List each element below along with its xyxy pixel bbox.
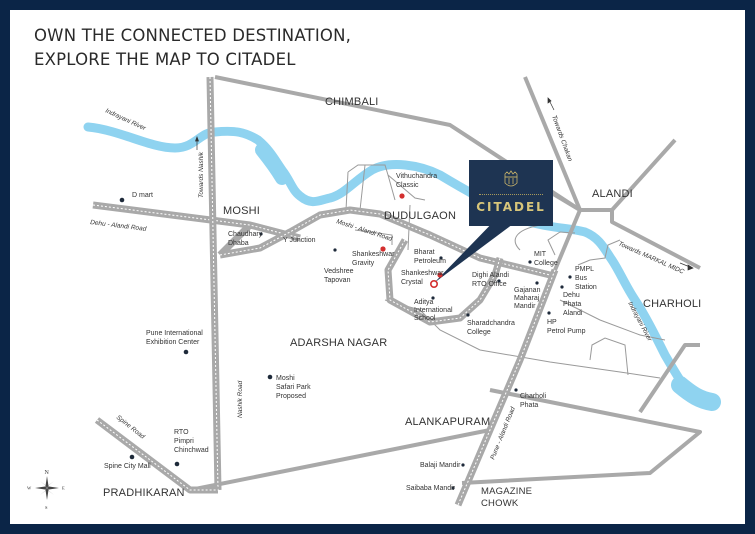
area-dudulgaon: DUDULGAON (384, 210, 456, 222)
svg-text:HP: HP (547, 319, 557, 326)
svg-text:International: International (414, 307, 453, 314)
svg-text:RTO: RTO (174, 429, 189, 436)
label-dehu-alandi-road: Dehu - Alandi Road (90, 219, 147, 233)
label-towards-chakan: Towards Chakan (550, 114, 573, 162)
svg-text:PMPL: PMPL (575, 266, 594, 273)
title-line-1: OWN THE CONNECTED DESTINATION, (34, 26, 352, 45)
map-frame: CHIMBALI MOSHI DUDULGAON ALANDI CHARHOLI… (10, 10, 745, 524)
citadel-badge[interactable]: CITADEL (469, 160, 553, 226)
svg-text:Aditya: Aditya (414, 299, 434, 306)
svg-text:School: School (414, 315, 436, 322)
citadel-name: CITADEL (476, 200, 546, 214)
svg-text:Balaji Mandir: Balaji Mandir (420, 462, 461, 469)
svg-text:Shankeshwar: Shankeshwar (401, 270, 444, 277)
svg-text:Bharat: Bharat (414, 249, 435, 256)
vithuchandra-marker (399, 193, 405, 199)
map-canvas[interactable]: CHIMBALI MOSHI DUDULGAON ALANDI CHARHOLI… (10, 10, 745, 524)
svg-text:Maharaj: Maharaj (514, 295, 540, 302)
svg-text:Dighi Alandi: Dighi Alandi (472, 272, 509, 279)
poi-labels: D mart Chaudhary Dhaba Vithuchandra Clas… (104, 173, 597, 492)
citadel-tagline (479, 194, 543, 197)
svg-text:RTO Office: RTO Office (472, 281, 507, 288)
svg-text:W: W (27, 486, 32, 491)
svg-text:Charholi: Charholi (520, 393, 547, 400)
svg-text:Petrol Pump: Petrol Pump (547, 328, 586, 335)
svg-text:Exhibition Center: Exhibition Center (146, 339, 200, 346)
svg-text:Station: Station (575, 284, 597, 291)
svg-text:College: College (534, 260, 558, 267)
citadel-location-marker (429, 279, 438, 288)
svg-text:Shankeshwar: Shankeshwar (352, 251, 395, 258)
title-line-2: EXPLORE THE MAP TO CITADEL (34, 50, 296, 69)
svg-text:Pune International: Pune International (146, 330, 203, 337)
shankeshwar-gravity-marker (380, 246, 386, 252)
svg-text:Vedshree: Vedshree (324, 268, 354, 275)
svg-text:Classic: Classic (396, 182, 419, 189)
area-chimbali: CHIMBALI (325, 96, 379, 108)
area-labels: CHIMBALI MOSHI DUDULGAON ALANDI CHARHOLI… (103, 96, 701, 509)
label-towards-nashik: Towards Nashik (198, 151, 205, 198)
area-charholi: CHARHOLI (643, 298, 701, 310)
svg-text:Gravity: Gravity (352, 260, 375, 267)
direction-arrows (194, 97, 694, 271)
svg-text:Dehu: Dehu (563, 292, 580, 299)
page-title: OWN THE CONNECTED DESTINATION, EXPLORE T… (34, 24, 351, 72)
svg-text:Pimpri: Pimpri (174, 438, 194, 445)
svg-text:N: N (45, 470, 50, 476)
svg-text:Gajanan: Gajanan (514, 287, 541, 294)
svg-text:Chinchwad: Chinchwad (174, 447, 209, 454)
svg-text:College: College (467, 329, 491, 336)
svg-text:Chaudhary: Chaudhary (228, 231, 263, 238)
poi-markers (119, 193, 572, 490)
label-nashik-road: Nashik Road (237, 380, 244, 418)
compass-rose-icon: N S W E (27, 470, 65, 510)
label-y-junction: Y Junction (283, 237, 316, 244)
svg-text:Petroleum: Petroleum (414, 258, 446, 265)
area-magazine: MAGAZINE (481, 486, 532, 497)
svg-text:Bus: Bus (575, 275, 588, 282)
svg-text:Vithuchandra: Vithuchandra (396, 173, 437, 180)
svg-text:Sharadchandra: Sharadchandra (467, 320, 515, 327)
area-adarsha-nagar: ADARSHA NAGAR (290, 337, 387, 349)
svg-text:D mart: D mart (132, 192, 153, 199)
svg-text:Tapovan: Tapovan (324, 277, 351, 284)
svg-text:Saibaba Mandir: Saibaba Mandir (406, 485, 456, 492)
svg-text:S: S (45, 505, 48, 510)
label-towards-markal: Towards MARKAL MIDC (617, 240, 685, 275)
svg-text:MIT: MIT (534, 251, 547, 258)
svg-text:Proposed: Proposed (276, 393, 306, 400)
svg-text:Crystal: Crystal (401, 279, 423, 286)
area-alandi: ALANDI (592, 188, 633, 200)
svg-text:Phata: Phata (563, 301, 581, 308)
major-roads (92, 76, 559, 507)
svg-text:Phata: Phata (520, 402, 538, 409)
svg-text:E: E (62, 486, 65, 491)
area-chowk: CHOWK (481, 498, 519, 509)
area-moshi: MOSHI (223, 205, 260, 217)
citadel-callout-pointer (434, 215, 525, 283)
area-pradhikaran: PRADHIKARAN (103, 487, 185, 499)
svg-text:Moshi: Moshi (276, 375, 295, 382)
citadel-crest-icon (504, 170, 518, 187)
svg-text:Dhaba: Dhaba (228, 240, 249, 247)
svg-text:Safari Park: Safari Park (276, 384, 311, 391)
area-alankapuram: ALANKAPURAM (405, 416, 490, 428)
svg-text:Mandir: Mandir (514, 303, 536, 310)
svg-text:Spine City Mall: Spine City Mall (104, 463, 151, 470)
indrayani-river (83, 122, 721, 411)
svg-text:Alandi: Alandi (563, 310, 583, 317)
